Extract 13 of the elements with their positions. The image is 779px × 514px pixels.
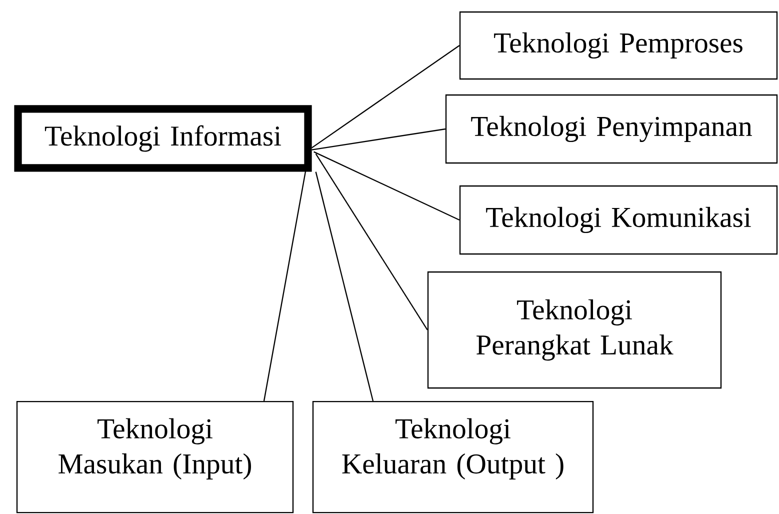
connector-line [311,45,460,148]
process-box: Teknologi Keluaran (Output ) [312,401,594,514]
process-box: Teknologi Pemproses [459,11,778,80]
process-box: Teknologi Masukan (Input) [16,401,294,514]
connector-line [263,170,306,402]
process-box: Teknologi Informasi [14,105,312,172]
connector-line [314,151,460,221]
process-box: Teknologi Perangkat Lunak [427,271,722,389]
connector-line [315,172,374,402]
connector-line [312,128,446,150]
process-box: Teknologi Komunikasi [459,185,778,255]
process-box: Teknologi Penyimpanan [445,94,778,164]
connector-line [315,153,428,330]
